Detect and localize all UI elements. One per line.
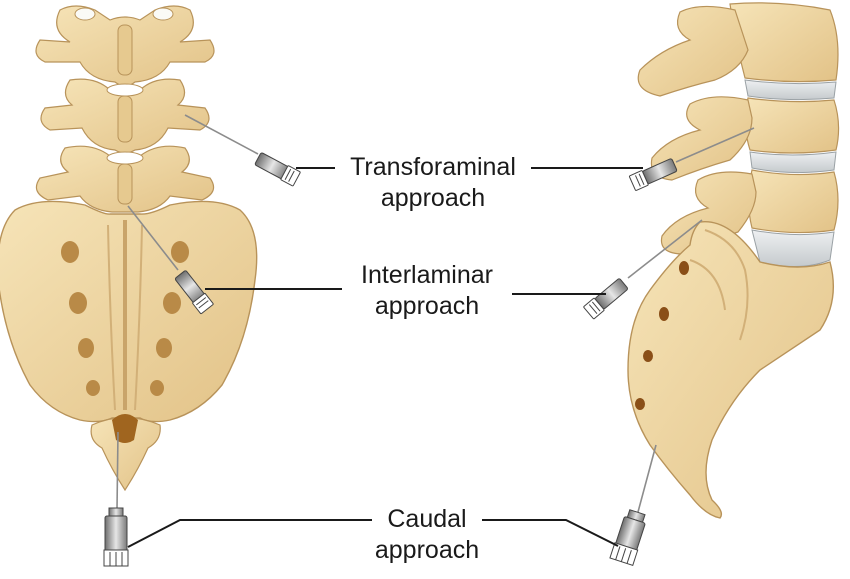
needle-interlaminar-posterior <box>127 205 214 315</box>
posterior-vertebra-l4 <box>40 78 210 154</box>
posterior-vertebra-l3 <box>35 5 215 87</box>
label-interlaminar-line2: approach <box>374 292 480 320</box>
label-interlaminar: Interlaminar approach <box>344 260 510 322</box>
label-interlaminar-line1: Interlaminar <box>361 261 493 289</box>
posterior-vertebra-l5 <box>35 145 215 213</box>
label-caudal-line2: approach <box>374 536 480 564</box>
needle-caudal-posterior <box>103 431 129 567</box>
leader-caudal-right <box>482 519 619 547</box>
needle-transforaminal-posterior <box>184 114 301 187</box>
posterior-coccyx <box>90 414 161 492</box>
lateral-vertebral-bodies <box>729 2 840 268</box>
label-transforaminal: Transforaminal approach <box>336 152 530 214</box>
label-caudal: Caudal approach <box>372 504 482 566</box>
leader-lines <box>127 167 643 548</box>
lateral-posterior-elements <box>637 5 757 255</box>
label-caudal-line1: Caudal <box>387 505 467 533</box>
needle-transforaminal-lateral <box>628 127 755 191</box>
label-transforaminal-line2: approach <box>380 184 486 212</box>
posterior-spine-view <box>0 5 301 567</box>
lateral-sacrum <box>627 221 835 519</box>
needle-caudal-lateral <box>609 444 657 566</box>
leader-caudal-left <box>127 519 372 548</box>
needle-interlaminar-lateral <box>583 219 703 320</box>
label-transforaminal-line1: Transforaminal <box>350 153 516 181</box>
lateral-spine-view <box>583 2 840 566</box>
posterior-sacrum <box>0 200 258 423</box>
